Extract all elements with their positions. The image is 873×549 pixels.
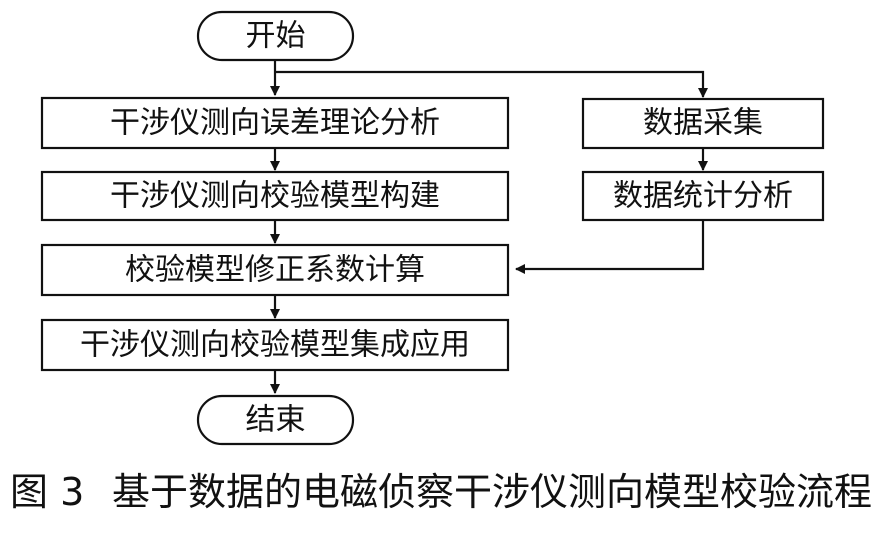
end-label: 结束: [246, 403, 306, 438]
process-theory-analysis: 干涉仪测向误差理论分析: [40, 96, 510, 150]
flowchart: 开始 干涉仪测向误差理论分析 干涉仪测向校验模型构建 校验模型修正系数计算 干涉…: [40, 10, 825, 446]
process-model-build: 干涉仪测向校验模型构建: [40, 170, 510, 222]
arrow-stats-to-coef: [515, 220, 705, 274]
process-integration: 干涉仪测向校验模型集成应用: [40, 318, 510, 372]
end-terminal: 结束: [196, 394, 355, 446]
connectors: [270, 60, 708, 394]
start-terminal: 开始: [196, 10, 355, 62]
theory-analysis-label: 干涉仪测向误差理论分析: [110, 106, 440, 141]
data-collect-label: 数据采集: [643, 106, 763, 141]
figure-title: 基于数据的电磁侦察干涉仪测向模型校验流程: [112, 470, 873, 514]
process-data-collect: 数据采集: [581, 97, 825, 150]
arrow-start-to-data-collect: [275, 70, 708, 98]
model-build-label: 干涉仪测向校验模型构建: [110, 179, 440, 214]
figure-number: 图 3: [10, 470, 85, 514]
data-stats-label: 数据统计分析: [613, 179, 793, 214]
coef-calc-label: 校验模型修正系数计算: [125, 253, 425, 288]
figure-caption: 图 3 基于数据的电磁侦察干涉仪测向模型校验流程: [10, 462, 873, 522]
process-data-stats: 数据统计分析: [581, 170, 825, 222]
process-coef-calc: 校验模型修正系数计算: [40, 243, 510, 297]
integration-label: 干涉仪测向校验模型集成应用: [80, 328, 470, 363]
start-label: 开始: [246, 19, 306, 54]
